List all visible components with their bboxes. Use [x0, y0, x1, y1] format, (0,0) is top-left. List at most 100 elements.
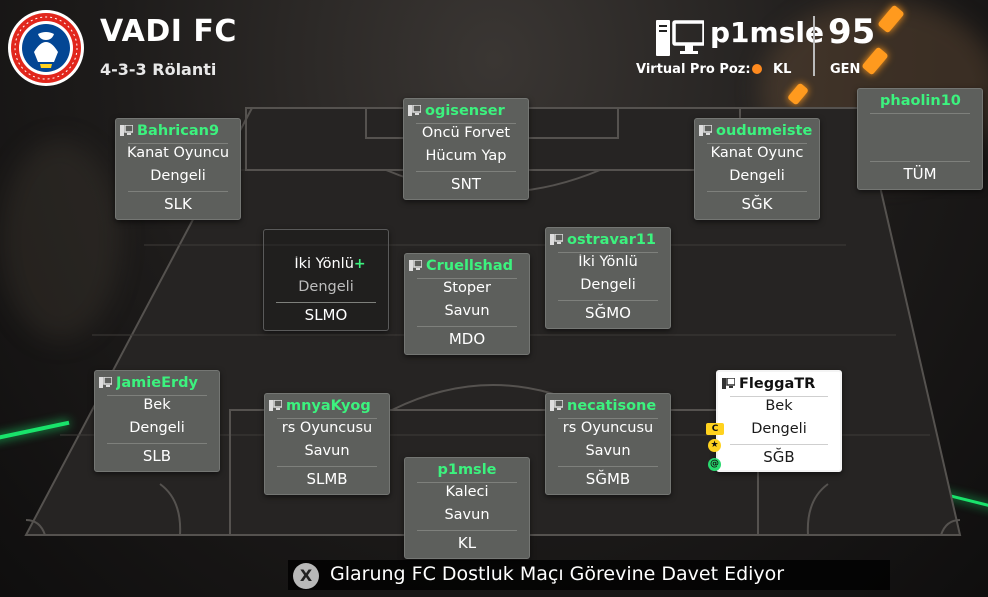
- card-divider: [416, 171, 516, 172]
- chelsea-crest-icon: [8, 10, 84, 86]
- card-divider: [417, 530, 517, 531]
- player-position: KL: [457, 534, 477, 552]
- overall-rating-label: GEN: [830, 62, 861, 77]
- card-divider: [276, 302, 376, 303]
- card-divider: [277, 418, 377, 419]
- player-card-substitute[interactable]: phaolin10 TÜM: [857, 88, 983, 190]
- player-role: Öncü Forvet: [421, 125, 511, 141]
- pc-platform-icon: [722, 378, 735, 389]
- player-position: MDO: [448, 330, 486, 348]
- player-card-rcm[interactable]: ostravar11 İki Yönlü Dengeli SĞMO: [545, 227, 671, 329]
- pc-platform-icon: [408, 105, 421, 116]
- player-name: phaolin10: [880, 93, 961, 109]
- player-role: İki Yönlü: [578, 254, 638, 270]
- player-card-rw[interactable]: oudumeiste Kanat Oyunc Dengeli SĞK: [694, 118, 820, 220]
- invite-message: Glarung FC Dostluk Maçı Görevine Davet E…: [330, 563, 785, 585]
- player-card-lcb[interactable]: mnyaKyog rs Oyuncusu Savun SLMB: [264, 393, 390, 495]
- star-icon: ★: [708, 439, 721, 452]
- card-divider: [128, 143, 228, 144]
- gamertag: p1msle: [710, 16, 824, 49]
- player-role: Bek: [765, 398, 793, 414]
- player-focus: Dengeli: [129, 420, 185, 436]
- virtual-pro-position-label: Virtual Pro Poz:: [636, 62, 751, 77]
- card-divider: [707, 191, 807, 192]
- stadium-shadow: [0, 140, 120, 340]
- player-position: SLMB: [306, 470, 348, 488]
- card-divider: [277, 466, 377, 467]
- card-divider: [417, 326, 517, 327]
- player-position: SLK: [164, 195, 192, 213]
- player-card-rb-selected[interactable]: FleggaTR Bek Dengeli SĞB: [716, 370, 842, 472]
- card-divider: [558, 466, 658, 467]
- player-name: oudumeiste: [716, 123, 813, 139]
- card-divider: [558, 252, 658, 253]
- player-role-row: İki Yönlü+: [264, 256, 388, 272]
- player-card-lw[interactable]: Bahrican9 Kanat Oyuncu Dengeli SLK: [115, 118, 241, 220]
- x-button-icon[interactable]: X: [293, 563, 319, 589]
- card-divider: [417, 482, 517, 483]
- card-divider: [707, 143, 807, 144]
- position-dot-icon: [752, 64, 762, 74]
- player-position: SĞB: [763, 448, 795, 466]
- player-focus: Dengeli: [150, 168, 206, 184]
- add-player-icon[interactable]: +: [353, 256, 366, 272]
- player-role: Kaleci: [445, 484, 489, 500]
- card-divider: [870, 113, 970, 114]
- player-focus: Dengeli: [298, 279, 354, 295]
- player-role: İki Yönlü: [294, 256, 354, 272]
- player-card-lb[interactable]: JamieErdy Bek Dengeli SLB: [94, 370, 220, 472]
- card-divider: [417, 278, 517, 279]
- pc-platform-icon: [699, 125, 712, 136]
- player-position: TÜM: [903, 165, 937, 183]
- player-name: ostravar11: [567, 232, 657, 248]
- captain-badge: C: [706, 423, 724, 435]
- pc-platform-icon: [550, 234, 563, 245]
- pc-platform-icon: [120, 125, 133, 136]
- card-divider: [107, 443, 207, 444]
- player-card-lcm-empty[interactable]: İki Yönlü+ Dengeli SLMO: [263, 229, 389, 331]
- player-name: Bahrican9: [137, 123, 220, 139]
- player-role: Kanat Oyuncu: [126, 145, 230, 161]
- player-focus: Dengeli: [751, 421, 807, 437]
- player-focus: Savun: [444, 507, 490, 523]
- player-position: SLB: [142, 447, 172, 465]
- player-focus: Dengeli: [729, 168, 785, 184]
- player-role: rs Oyuncusu: [562, 420, 654, 436]
- card-divider: [416, 123, 516, 124]
- player-focus: Savun: [585, 443, 631, 459]
- player-card-cdm[interactable]: Cruellshad Stoper Savun MDO: [404, 253, 530, 355]
- virtual-pro-position: KL: [773, 62, 792, 77]
- player-name: FleggaTR: [739, 376, 816, 392]
- player-position: SLMO: [304, 306, 348, 324]
- player-position: SNT: [451, 175, 481, 193]
- player-position: SĞMB: [585, 470, 631, 488]
- pc-platform-icon: [99, 377, 112, 388]
- player-card-gk[interactable]: p1msle Kaleci Savun KL: [404, 457, 530, 559]
- invite-notification-bar: [288, 560, 890, 590]
- card-divider: [558, 418, 658, 419]
- player-position: SĞMO: [585, 304, 631, 322]
- pc-platform-icon: [409, 260, 422, 271]
- player-focus: Hücum Yap: [425, 148, 507, 164]
- player-role: Kanat Oyunc: [710, 145, 804, 161]
- header-divider: [813, 16, 815, 76]
- player-name: necatisone: [567, 398, 657, 414]
- pc-platform-icon: [550, 400, 563, 411]
- card-divider: [730, 396, 828, 397]
- player-position: SĞK: [741, 195, 773, 213]
- player-card-rcb[interactable]: necatisone rs Oyuncusu Savun SĞMB: [545, 393, 671, 495]
- card-divider: [128, 191, 228, 192]
- team-name: VADI FC: [100, 14, 237, 49]
- player-focus: Savun: [304, 443, 350, 459]
- player-focus: Savun: [444, 303, 490, 319]
- pc-monitor-icon: [656, 20, 704, 56]
- player-card-st[interactable]: ogisenser Öncü Forvet Hücum Yap SNT: [403, 98, 529, 200]
- at-icon: @: [708, 458, 721, 471]
- overall-rating: 95: [828, 12, 876, 52]
- card-divider: [730, 444, 828, 445]
- card-divider: [558, 300, 658, 301]
- player-name: ogisenser: [425, 103, 505, 119]
- formation-label: 4-3-3 Rölanti: [100, 60, 217, 79]
- player-name: Cruellshad: [426, 258, 514, 274]
- card-divider: [107, 395, 207, 396]
